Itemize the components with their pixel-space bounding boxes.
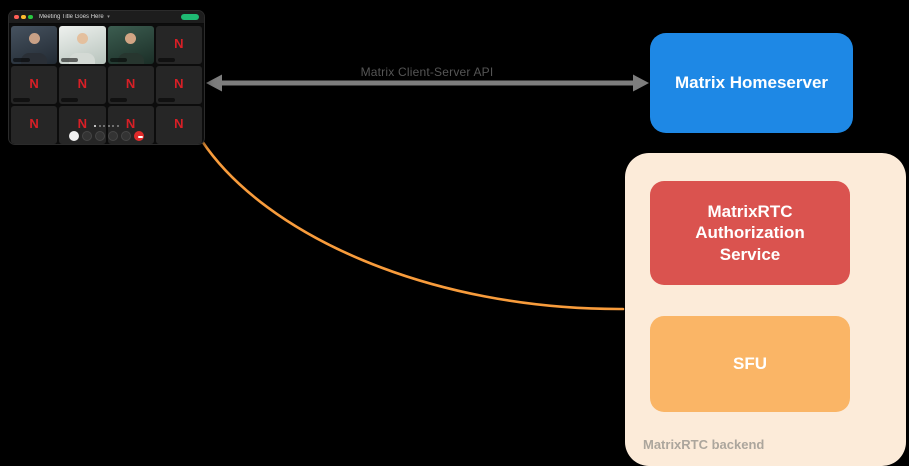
video-tile: N — [155, 66, 202, 104]
participant-head — [125, 33, 137, 44]
participant-silhouette — [117, 53, 144, 64]
video-tile: N — [155, 106, 202, 144]
video-tile: N — [11, 106, 58, 144]
participant-name-tag — [61, 97, 79, 102]
window-close-button[interactable] — [14, 14, 19, 20]
letter-n-avatar-icon: N — [77, 115, 88, 131]
video-tile — [107, 26, 154, 64]
screenshare-button[interactable] — [95, 131, 105, 141]
video-tile — [11, 26, 58, 64]
hangup-button[interactable] — [134, 131, 144, 141]
arrow-head-left-icon — [206, 74, 222, 92]
auth-service-box: MatrixRTC Authorization Service — [650, 181, 850, 285]
participant-silhouette — [69, 53, 96, 64]
letter-n-avatar-icon: N — [77, 75, 88, 91]
window-titlebar: Meeting Title Goes Here ▾ — [9, 11, 204, 24]
backend-label: MatrixRTC backend — [643, 437, 765, 452]
letter-n-avatar-icon: N — [174, 75, 184, 91]
participant-silhouette — [21, 53, 48, 64]
video-tile: N — [107, 66, 154, 104]
backend-container: MatrixRTC Authorization Service SFU Matr… — [625, 153, 906, 466]
more-button[interactable] — [121, 131, 131, 141]
auth-service-label: MatrixRTC Authorization Service — [695, 202, 805, 264]
video-grid: N N N N N N N — [9, 24, 204, 144]
homeserver-box: Matrix Homeserver — [650, 33, 853, 133]
letter-n-avatar-icon: N — [125, 115, 136, 131]
join-button[interactable] — [181, 13, 199, 21]
video-tile — [59, 26, 106, 64]
video-call-window: Meeting Title Goes Here ▾ N — [8, 10, 205, 145]
window-zoom-button[interactable] — [28, 14, 33, 20]
homeserver-label: Matrix Homeserver — [674, 73, 829, 92]
video-tile: N — [11, 66, 58, 104]
participant-head — [28, 33, 40, 44]
letter-n-avatar-icon: N — [29, 115, 39, 131]
window-minimize-button[interactable] — [21, 14, 26, 20]
camera-button[interactable] — [82, 131, 92, 141]
call-controls — [9, 131, 204, 141]
participant-name-tag — [13, 97, 30, 102]
client-sfu-connector — [200, 139, 625, 311]
video-tile: N — [59, 66, 106, 104]
letter-n-avatar-icon: N — [174, 115, 184, 131]
letter-n-avatar-icon: N — [29, 75, 39, 91]
participant-head — [76, 33, 88, 44]
participant-name-tag — [109, 97, 127, 102]
chevron-down-icon: ▾ — [107, 14, 110, 20]
api-arrow-label: Matrix Client-Server API — [360, 65, 494, 79]
letter-n-avatar-icon: N — [174, 35, 184, 51]
page-dots[interactable] — [9, 125, 204, 127]
sfu-label: SFU — [733, 354, 767, 373]
video-tile: N — [155, 26, 202, 64]
participant-name-tag — [157, 97, 175, 102]
participant-name-tag — [61, 57, 79, 62]
participant-name-tag — [109, 57, 127, 62]
letter-n-avatar-icon: N — [125, 75, 136, 91]
arrow-head-right-icon — [633, 74, 649, 92]
settings-button[interactable] — [108, 131, 118, 141]
meeting-title: Meeting Title Goes Here — [39, 14, 104, 20]
participant-name-tag — [13, 57, 30, 62]
sfu-box: SFU — [650, 316, 850, 412]
mic-button[interactable] — [69, 131, 79, 141]
participant-name-tag — [157, 57, 175, 62]
